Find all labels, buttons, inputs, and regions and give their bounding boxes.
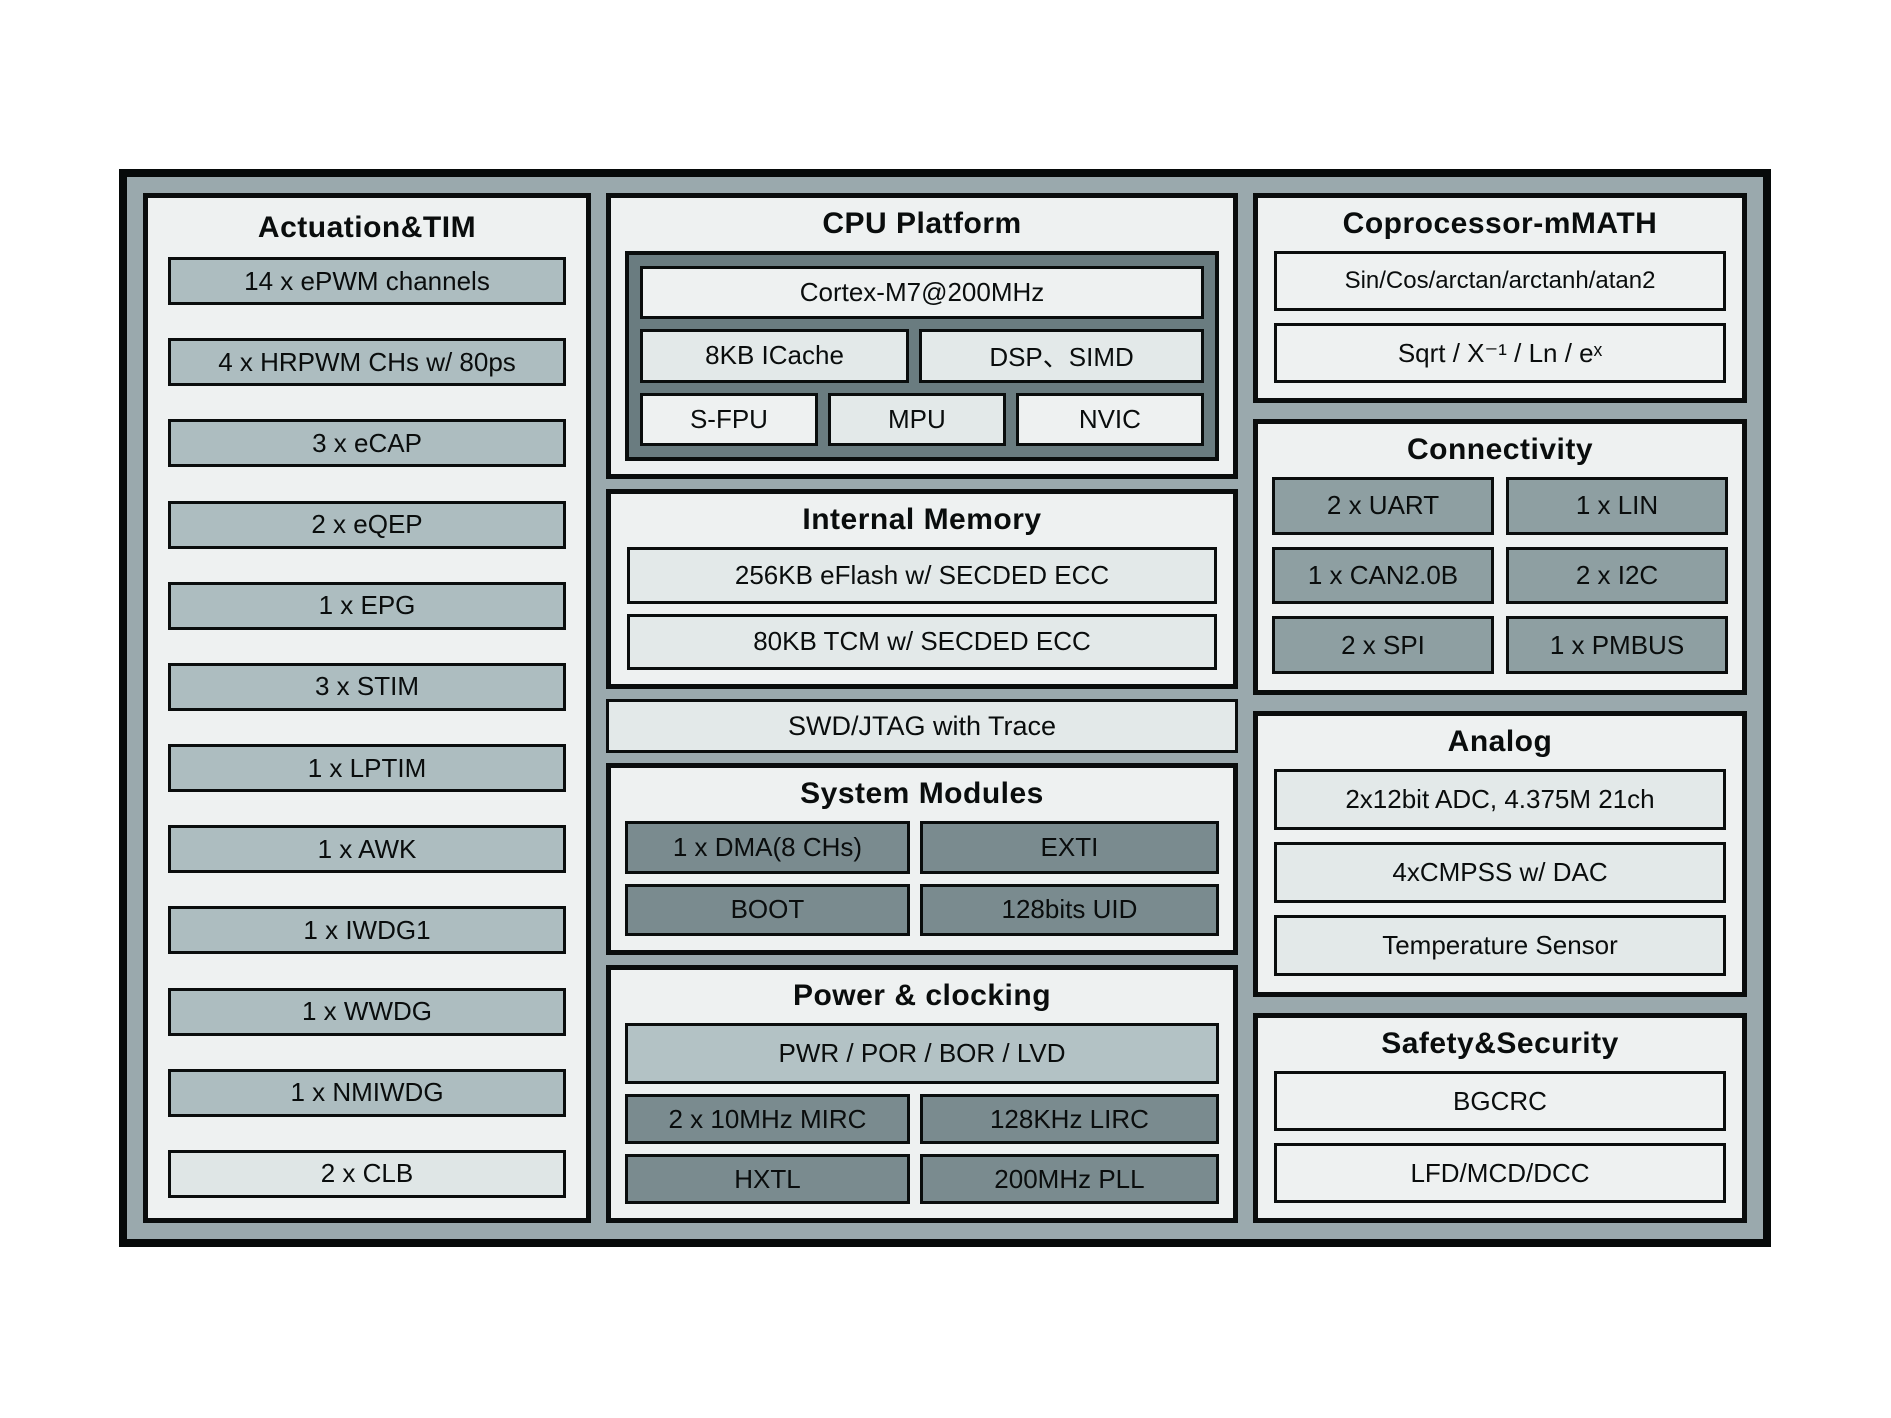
block-clb: 2 x CLB [168,1149,566,1198]
block-dma: 1 x DMA(8 CHs) [625,821,910,874]
block-temp-sensor: Temperature Sensor [1274,915,1726,976]
section-title-system-modules: System Modules [800,777,1044,810]
block-boot: BOOT [625,883,910,936]
section-power-clocking: Power & clocking PWR / POR / BOR / LVD 2… [606,965,1238,1223]
block-mpu: MPU [827,392,1006,446]
analog-item-list: 2x12bit ADC, 4.375M 21ch 4xCMPSS w/ DAC … [1274,769,1726,976]
block-128bit-uid: 128bits UID [919,883,1219,936]
block-i2c: 2 x I2C [1506,546,1728,605]
actuation-item-list: 14 x ePWM channels 4 x HRPWM CHs w/ 80ps… [168,257,566,1198]
block-hrpwm-chs: 4 x HRPWM CHs w/ 80ps [168,338,566,387]
system-module-grid: 1 x DMA(8 CHs) EXTI BOOT 128bits UID [625,821,1219,936]
block-tcm: 80KB TCM w/ SECDED ECC [627,613,1217,670]
block-pll: 200MHz PLL [919,1154,1219,1204]
chip-outline: Actuation&TIM 14 x ePWM channels 4 x HRP… [119,169,1771,1247]
block-lfd-mcd-dcc: LFD/MCD/DCC [1274,1143,1726,1203]
block-stim: 3 x STIM [168,662,566,711]
section-analog: Analog 2x12bit ADC, 4.375M 21ch 4xCMPSS … [1253,711,1747,997]
cpu-row-fpu-mpu-nvic: S-FPU MPU NVIC [640,392,1204,446]
block-eqep: 2 x eQEP [168,500,566,549]
block-trig-functions: Sin/Cos/arctan/arctanh/atan2 [1274,251,1726,311]
block-eflash: 256KB eFlash w/ SECDED ECC [627,547,1217,604]
block-can: 1 x CAN2.0B [1272,546,1494,605]
safety-item-list: BGCRC LFD/MCD/DCC [1274,1071,1726,1203]
section-safety-security: Safety&Security BGCRC LFD/MCD/DCC [1253,1013,1747,1223]
section-title-safety-security: Safety&Security [1381,1027,1619,1060]
block-hxtl: HXTL [625,1154,910,1204]
block-epg: 1 x EPG [168,581,566,630]
block-lptim: 1 x LPTIM [168,744,566,793]
connectivity-grid: 2 x UART 1 x LIN 1 x CAN2.0B 2 x I2C 2 x… [1272,477,1728,674]
block-nmiwdg: 1 x NMIWDG [168,1068,566,1117]
block-exti: EXTI [919,821,1219,874]
block-pwr-por-bor-lvd: PWR / POR / BOR / LVD [625,1023,1219,1084]
block-dsp-simd: DSP、SIMD [919,329,1204,383]
block-lin: 1 x LIN [1506,477,1728,535]
column-middle: CPU Platform Cortex-M7@200MHz 8KB ICache… [606,193,1238,1223]
block-nvic: NVIC [1015,392,1204,446]
block-awk: 1 x AWK [168,825,566,874]
power-item-stack: PWR / POR / BOR / LVD 2 x 10MHz MIRC 128… [625,1023,1219,1204]
section-title-analog: Analog [1447,725,1553,758]
cpu-core-container: Cortex-M7@200MHz 8KB ICache DSP、SIMD S-F… [625,251,1219,461]
section-coprocessor-mmath: Coprocessor-mMATH Sin/Cos/arctan/arctanh… [1253,193,1747,403]
block-icache: 8KB ICache [640,329,910,383]
section-title-actuation-tim: Actuation&TIM [257,211,477,244]
section-cpu-platform: CPU Platform Cortex-M7@200MHz 8KB ICache… [606,193,1238,479]
section-title-cpu-platform: CPU Platform [822,207,1022,240]
column-right: Coprocessor-mMATH Sin/Cos/arctan/arctanh… [1253,193,1747,1223]
block-uart: 2 x UART [1272,477,1494,535]
block-lirc: 128KHz LIRC [919,1094,1219,1144]
coprocessor-item-list: Sin/Cos/arctan/arctanh/atan2 Sqrt / X⁻¹ … [1274,251,1726,383]
section-title-connectivity: Connectivity [1406,433,1594,466]
block-mirc: 2 x 10MHz MIRC [625,1094,910,1144]
block-adc: 2x12bit ADC, 4.375M 21ch [1274,769,1726,830]
section-connectivity: Connectivity 2 x UART 1 x LIN 1 x CAN2.0… [1253,419,1747,695]
block-epwm-channels: 14 x ePWM channels [168,257,566,305]
cpu-row-cache-dsp: 8KB ICache DSP、SIMD [640,329,1204,383]
block-cortex-m7: Cortex-M7@200MHz [640,266,1204,320]
section-title-coprocessor-mmath: Coprocessor-mMATH [1342,207,1658,240]
block-wwdg: 1 x WWDG [168,987,566,1036]
section-system-modules: System Modules 1 x DMA(8 CHs) EXTI BOOT … [606,763,1238,955]
clock-source-grid: 2 x 10MHz MIRC 128KHz LIRC HXTL 200MHz P… [625,1094,1219,1204]
block-bgcrc: BGCRC [1274,1071,1726,1131]
column-left: Actuation&TIM 14 x ePWM channels 4 x HRP… [143,193,591,1223]
memory-item-list: 256KB eFlash w/ SECDED ECC 80KB TCM w/ S… [627,547,1217,670]
section-internal-memory: Internal Memory 256KB eFlash w/ SECDED E… [606,489,1238,689]
section-actuation-tim: Actuation&TIM 14 x ePWM channels 4 x HRP… [143,193,591,1223]
block-sfpu: S-FPU [640,392,818,446]
block-iwdg1: 1 x IWDG1 [168,906,566,955]
block-ecap: 3 x eCAP [168,419,566,468]
section-title-internal-memory: Internal Memory [802,503,1042,536]
block-spi: 2 x SPI [1272,616,1494,674]
block-pmbus: 1 x PMBUS [1506,616,1728,674]
block-swd-jtag-trace: SWD/JTAG with Trace [606,699,1238,753]
section-title-power-clocking: Power & clocking [792,979,1052,1012]
cpu-row-core: Cortex-M7@200MHz [640,266,1204,320]
block-cmpss-dac: 4xCMPSS w/ DAC [1274,842,1726,903]
block-sqrt-ln-exp: Sqrt / X⁻¹ / Ln / eˣ [1274,323,1726,383]
